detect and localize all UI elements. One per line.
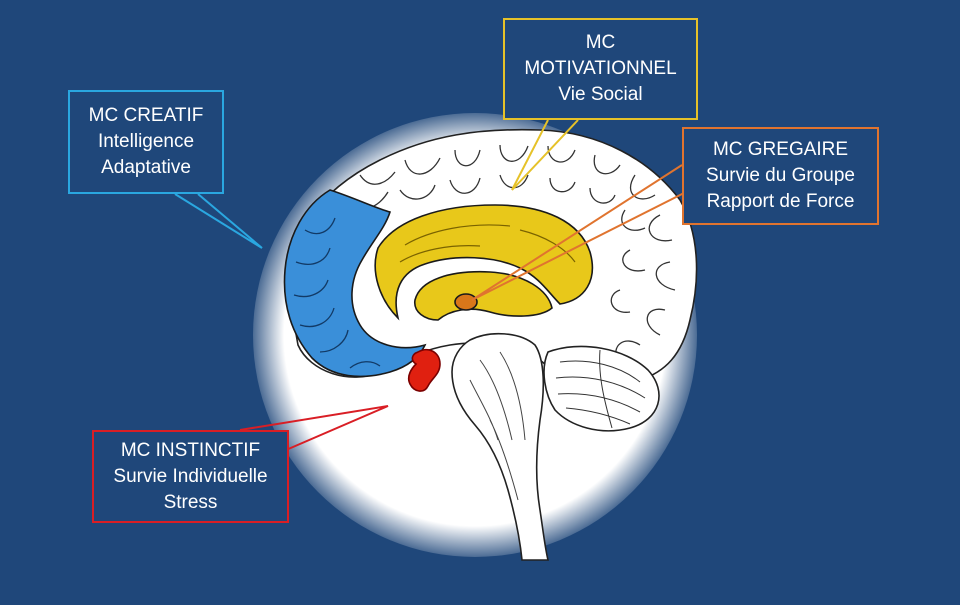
- callout-motivationnel-line-3: Vie Social: [558, 84, 643, 105]
- pointer-motivationnel: [511, 119, 579, 191]
- pointer-creatif: [174, 193, 263, 249]
- callout-instinctif-line-3: Stress: [163, 491, 218, 513]
- pointer-gregaire: [471, 164, 691, 301]
- callout-instinctif: MC INSTINCTIF Survie Individuelle Stress: [92, 430, 289, 523]
- region-instinctif: [407, 348, 441, 392]
- callout-gregaire: MC GREGAIRE Survie du Groupe Rapport de …: [682, 127, 879, 225]
- callout-gregaire-line-1: MC GREGAIRE: [712, 139, 849, 160]
- brain-illustration-icon: [283, 128, 698, 561]
- callout-motivationnel-line-2: MOTIVATIONNEL: [524, 58, 677, 79]
- callout-creatif-line-1: MC CREATIF: [88, 105, 204, 126]
- callout-instinctif-line-2: Survie Individuelle: [113, 465, 268, 487]
- region-motivationnel-inner: [414, 270, 553, 321]
- callout-creatif-line-2: Intelligence: [97, 131, 195, 152]
- brainstem-lines: [469, 351, 526, 501]
- cerebellum-folds: [555, 349, 646, 429]
- brainstem: [451, 332, 550, 561]
- region-gregaire: [454, 293, 478, 311]
- region-motivationnel: [374, 204, 594, 321]
- callout-motivationnel: MC MOTIVATIONNEL Vie Social: [503, 18, 698, 120]
- pointer-instinctif: [239, 405, 389, 451]
- callout-instinctif-line-1: MC INSTINCTIF: [120, 439, 261, 461]
- region-creatif: [283, 189, 427, 378]
- callout-creatif-line-3: Adaptative: [101, 157, 191, 178]
- callout-gregaire-line-2: Survie du Groupe: [706, 165, 855, 186]
- callout-pointers: [174, 119, 691, 451]
- callout-motivationnel-line-1: MC: [585, 32, 616, 53]
- region-creatif-folds: [293, 217, 381, 369]
- yellow-folds: [399, 224, 576, 263]
- cerebellum: [543, 345, 660, 432]
- callout-gregaire-line-3: Rapport de Force: [706, 191, 855, 212]
- callout-creatif: MC CREATIF Intelligence Adaptative: [68, 90, 224, 194]
